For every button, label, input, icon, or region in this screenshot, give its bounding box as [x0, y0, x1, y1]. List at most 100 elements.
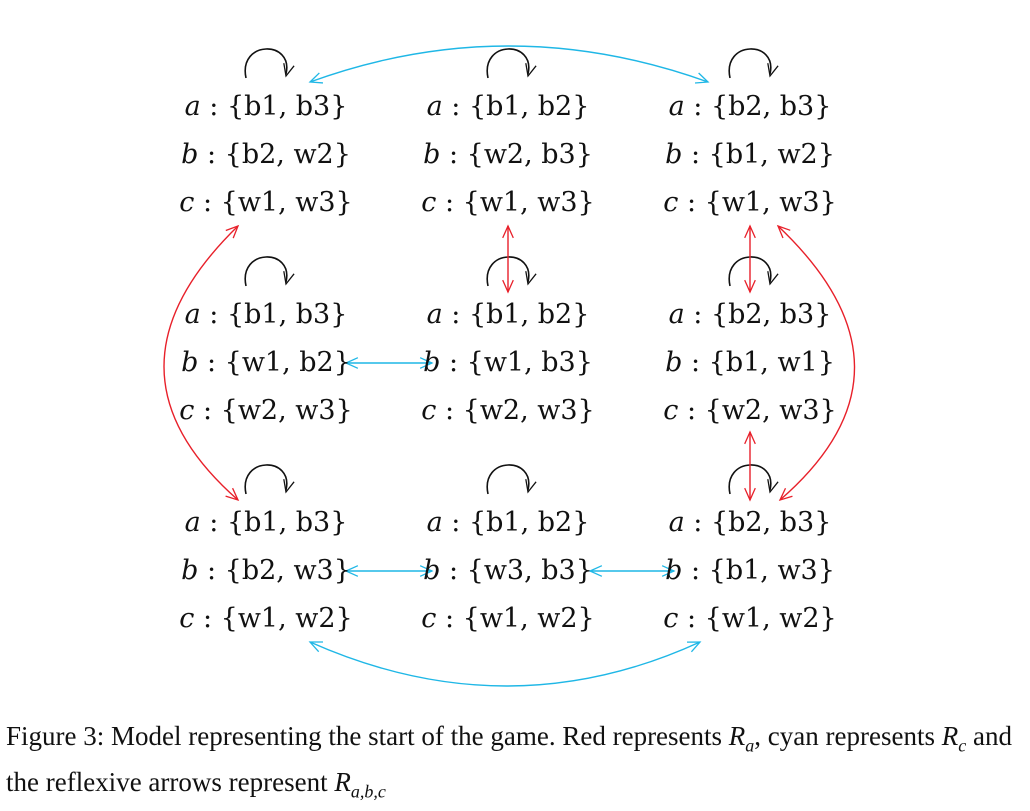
card-set: : {b1, b2} [442, 91, 590, 122]
state-line-c: c : {w1, w3} [408, 188, 608, 218]
card-set: : {w1, w2} [436, 603, 595, 634]
reflexive-loop-head [525, 271, 537, 286]
relation-ra-right-bottom-head-start [744, 430, 756, 445]
relation-ra-left [163, 225, 239, 501]
state-line-c: c : {w1, w2} [408, 604, 608, 634]
agent-label: c [179, 603, 195, 634]
card-set: : {w2, w3} [436, 395, 595, 426]
agent-label: a [426, 299, 443, 330]
state-line-c: c : {w1, w2} [650, 604, 850, 634]
agent-label: b [665, 139, 683, 170]
card-set: : {w1, b3} [440, 347, 593, 378]
state-line-a: a : {b1, b3} [166, 508, 366, 538]
caption-text-1: Figure 3: Model representing the start o… [6, 721, 729, 751]
reflexive-loop [486, 464, 530, 495]
agent-label: c [421, 187, 437, 218]
agent-label: c [663, 395, 679, 426]
agent-label: a [426, 91, 443, 122]
card-set: : {b2, b3} [684, 91, 832, 122]
state-line-b: b : {w1, b3} [408, 348, 608, 378]
card-set: : {b2, b3} [684, 299, 832, 330]
card-set: : {w1, w2} [678, 603, 837, 634]
caption-symbol-rc: R [941, 721, 959, 751]
agent-label: b [423, 555, 441, 586]
figure-caption: Figure 3: Model representing the start o… [6, 718, 1026, 811]
agent-label: a [184, 91, 201, 122]
relation-rc-top-head-start [308, 72, 324, 84]
state-line-b: b : {w2, b3} [408, 140, 608, 170]
card-set: : {b1, w3} [682, 555, 835, 586]
agent-label: a [668, 299, 685, 330]
card-set: : {b1, b2} [442, 299, 590, 330]
reflexive-loop-head [283, 271, 295, 286]
caption-symbol-rabc: R [334, 767, 351, 798]
card-set: : {b1, w1} [682, 347, 835, 378]
state-line-c: c : {w2, w3} [166, 396, 366, 426]
relation-rc-row3-left-head-start [344, 565, 359, 577]
relation-rc-bottom [309, 641, 701, 687]
state-line-b: b : {w1, b2} [166, 348, 366, 378]
card-set: : {w2, w3} [194, 395, 353, 426]
state-line-c: c : {w2, w3} [650, 396, 850, 426]
agent-label: b [423, 139, 441, 170]
relation-ra-right-outer-head-end [778, 487, 793, 502]
card-set: : {w1, w3} [678, 187, 837, 218]
caption-subscript-c: c [958, 735, 967, 756]
agent-label: a [184, 507, 201, 538]
relation-arrows [163, 45, 856, 687]
state-line-b: b : {b1, w2} [650, 140, 850, 170]
relation-ra-right-top-head-start [744, 224, 756, 239]
state-line-b: b : {b1, w3} [650, 556, 850, 586]
card-set: : {b1, b3} [200, 507, 348, 538]
relation-rc-row3-right-head-end [661, 565, 676, 577]
relation-ra-right-top-head-end [744, 279, 756, 294]
relation-ra-left-head-start [225, 224, 240, 239]
agent-label: b [181, 555, 199, 586]
relation-ra-right-outer-head-start [776, 224, 791, 239]
state-line-a: a : {b1, b3} [166, 92, 366, 122]
relation-rc-top-head-end [694, 72, 710, 84]
relation-ra-mid-head-start [502, 224, 514, 239]
relation-ra-mid-head-end [502, 279, 514, 294]
card-set: : {w1, w2} [194, 603, 353, 634]
card-set: : {w1, w3} [436, 187, 595, 218]
card-set: : {b1, b3} [200, 299, 348, 330]
agent-label: a [184, 299, 201, 330]
agent-label: c [663, 187, 679, 218]
relation-ra-left-head-end [225, 487, 240, 502]
reflexive-loop [244, 256, 288, 287]
state-line-b: b : {b2, w2} [166, 140, 366, 170]
state-line-a: a : {b1, b2} [408, 92, 608, 122]
reflexive-loop [244, 464, 288, 495]
state-line-a: a : {b2, b3} [650, 300, 850, 330]
agent-label: a [426, 507, 443, 538]
state-line-c: c : {w1, w2} [166, 604, 366, 634]
card-set: : {b2, w2} [198, 139, 351, 170]
card-set: : {w2, w3} [678, 395, 837, 426]
card-set: : {w1, b2} [198, 347, 351, 378]
state-line-a: a : {b1, b3} [166, 300, 366, 330]
state-line-c: c : {w1, w3} [166, 188, 366, 218]
caption-symbol-ra: R [728, 721, 746, 751]
card-set: : {b2, b3} [684, 507, 832, 538]
relation-rc-row3-left-head-end [419, 565, 434, 577]
relation-rc-bottom-head-start [308, 641, 324, 653]
state-line-a: a : {b2, b3} [650, 508, 850, 538]
card-set: : {w3, b3} [440, 555, 593, 586]
caption-subscript-a: a [745, 735, 755, 756]
agent-label: c [179, 187, 195, 218]
agent-label: a [668, 507, 685, 538]
relation-rc-bottom-head-end [686, 641, 702, 653]
card-set: : {b1, b2} [442, 507, 590, 538]
card-set: : {b2, w3} [198, 555, 351, 586]
relation-rc-top [309, 45, 709, 83]
agent-label: c [179, 395, 195, 426]
reflexive-loop-head [767, 63, 779, 78]
agent-label: c [421, 395, 437, 426]
state-line-a: a : {b1, b2} [408, 508, 608, 538]
reflexive-loop [728, 48, 772, 79]
kripke-model-diagram: a : {b1, b3}b : {b2, w2}c : {w1, w3}a : … [163, 45, 856, 687]
reflexive-loop-head [283, 63, 295, 78]
agent-label: b [423, 347, 441, 378]
caption-subscript-abc: a,b,c [350, 781, 386, 802]
